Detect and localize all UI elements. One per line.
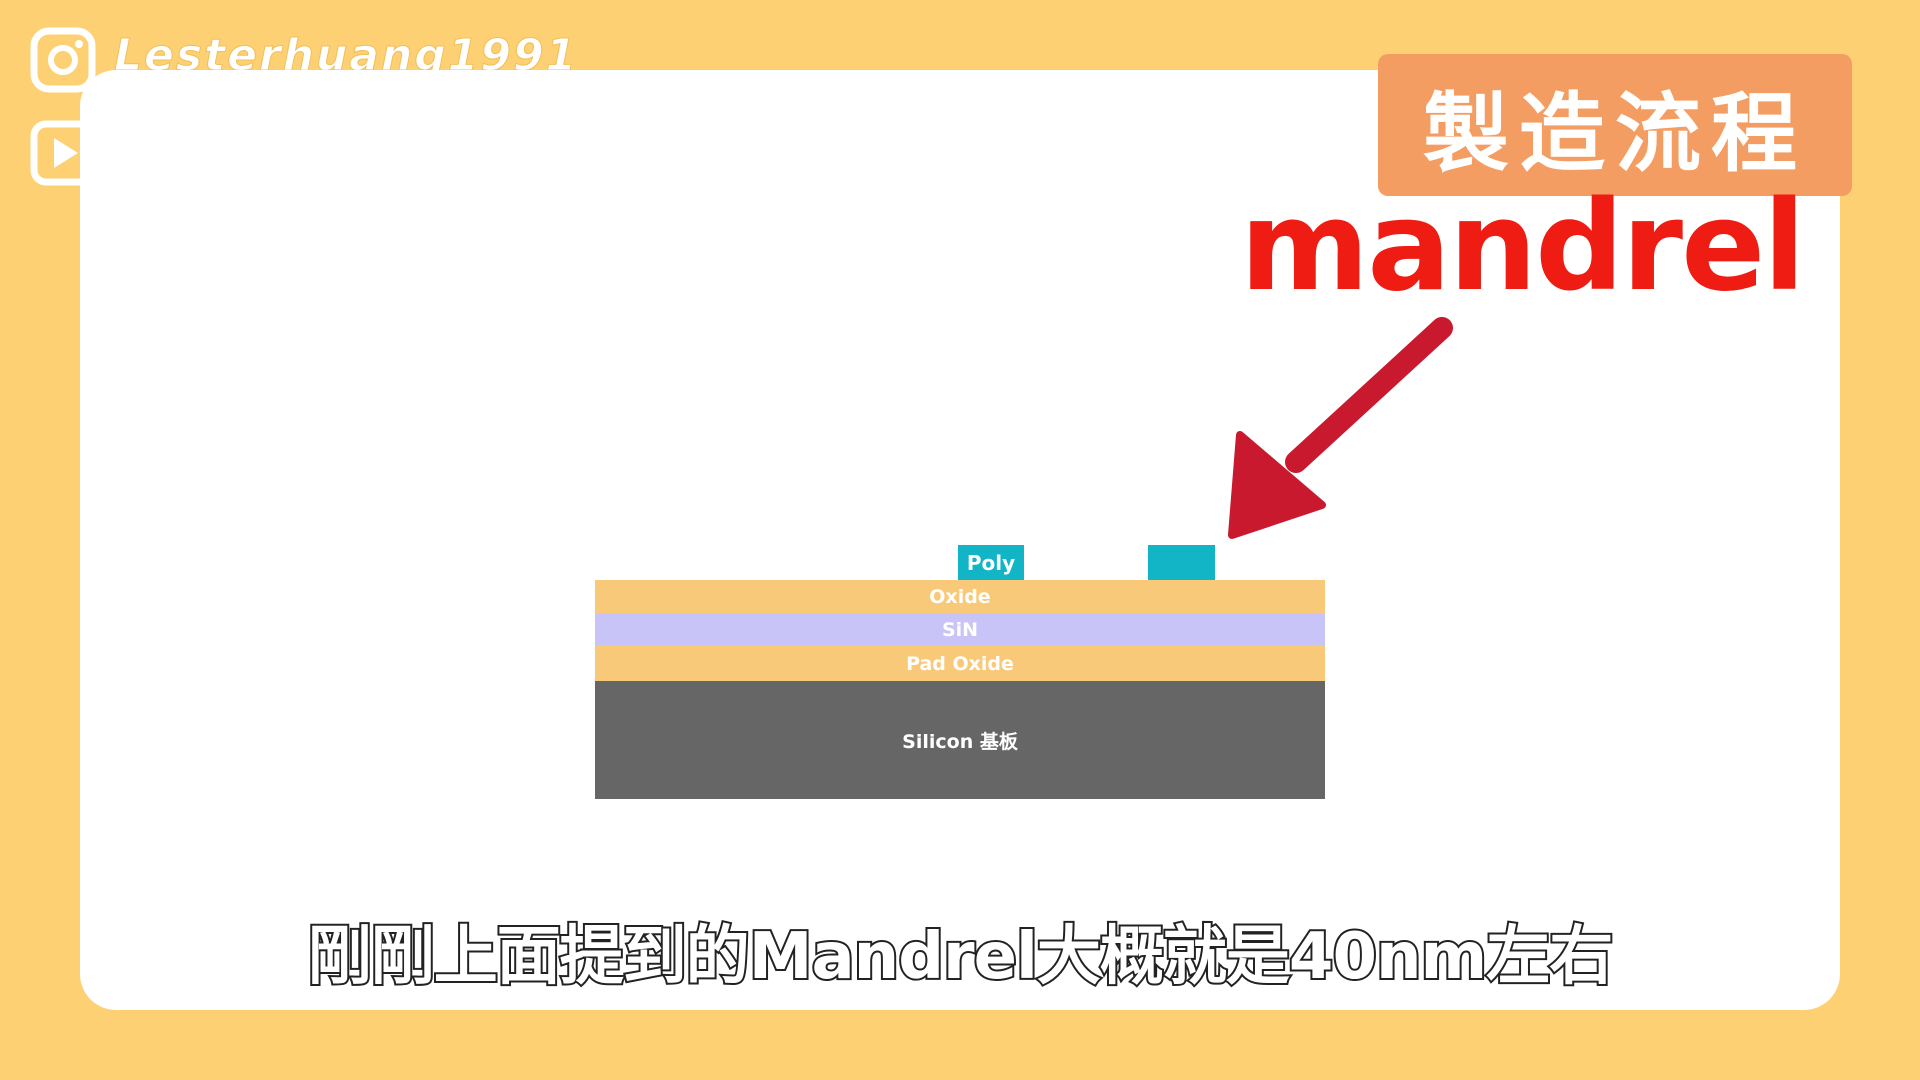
poly-block-mandrel <box>1148 545 1215 580</box>
cross-section-diagram: Poly Oxide SiN Pad Oxide Silicon 基板 <box>595 545 1325 799</box>
subtitle-caption: 剛剛上面提到的Mandrel大概就是40nm左右 <box>306 918 1615 996</box>
layer-oxide: Oxide <box>595 580 1325 614</box>
layer-pad-oxide: Pad Oxide <box>595 646 1325 681</box>
instagram-icon[interactable] <box>30 27 96 93</box>
section-title: 製造流程 <box>1423 83 1807 184</box>
content-card <box>80 70 1840 1010</box>
section-title-badge: 製造流程 <box>1378 54 1852 196</box>
arrow-icon <box>1228 317 1453 539</box>
poly-block-labeled: Poly <box>958 545 1024 580</box>
mandrel-label: mandrel <box>1240 175 1806 319</box>
layer-silicon-substrate: Silicon 基板 <box>595 681 1325 799</box>
layer-sin: SiN <box>595 614 1325 646</box>
